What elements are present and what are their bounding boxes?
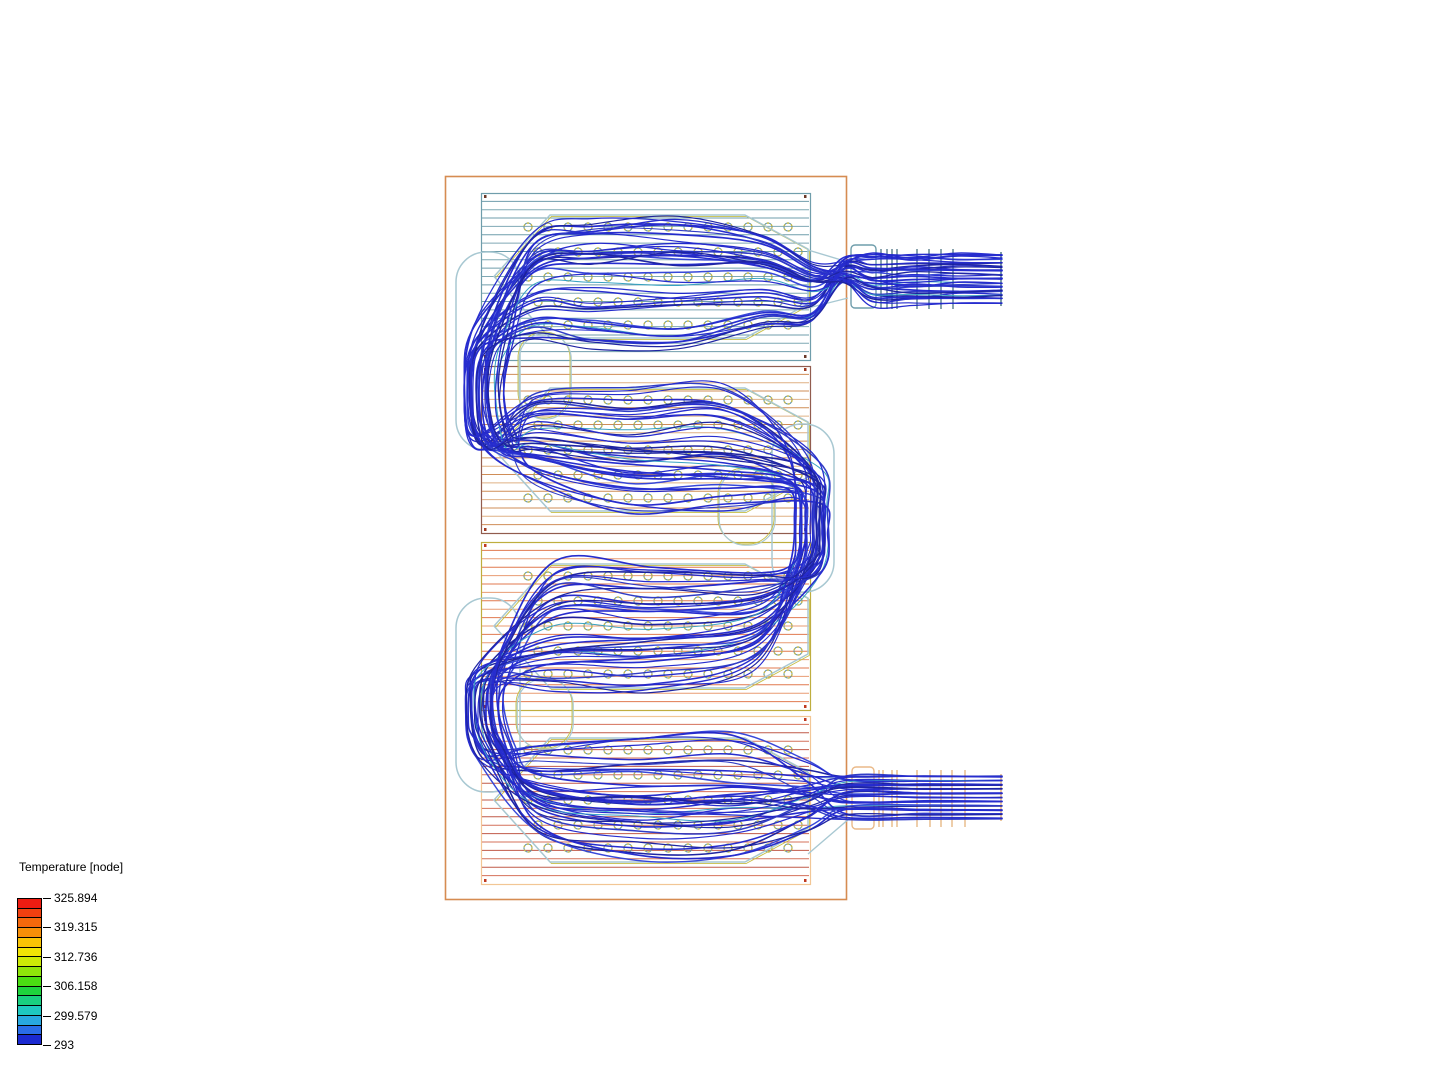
legend-tick-label: 312.736 [54, 949, 98, 964]
legend-color-cell [18, 1014, 41, 1025]
streamlines [463, 215, 1003, 863]
legend-tick-mark [43, 1045, 51, 1046]
legend-tick-label: 319.315 [54, 920, 98, 935]
streamline [467, 252, 1003, 851]
legend-tick-label: 293 [54, 1038, 75, 1052]
streamline [472, 218, 1003, 821]
streamline [470, 223, 1003, 818]
streamline [463, 258, 1003, 807]
legend-color-cell [18, 956, 41, 967]
plate-outline [444, 175, 848, 901]
legend-color-cell [18, 1005, 41, 1015]
legend-color-cell [18, 936, 41, 947]
legend-tick-label: 306.158 [54, 979, 98, 994]
legend-tick-mark [43, 956, 51, 958]
legend-tick-mark [43, 1015, 51, 1017]
streamline [483, 264, 1003, 810]
streamline [481, 253, 1003, 816]
legend-color-cell [18, 907, 41, 918]
streamline [468, 260, 1003, 856]
legend-color-cell [18, 985, 41, 996]
legend-tick-label: 325.894 [54, 891, 98, 905]
streamline [478, 245, 1003, 796]
streamline [463, 217, 1003, 840]
legend-colorbar [17, 898, 42, 1045]
legend-tick-mark [43, 927, 51, 929]
legend-color-cell [18, 975, 41, 986]
legend-color-cell [18, 1034, 41, 1045]
legend-tick-mark [43, 898, 51, 899]
legend-color-cell [18, 927, 41, 937]
streamline [487, 258, 1003, 804]
streamline [486, 266, 1003, 795]
legend-color-cell [18, 966, 41, 976]
streamline [466, 256, 1003, 783]
streamline [478, 279, 1003, 835]
streamline [484, 248, 1003, 821]
legend-color-cell [18, 1024, 41, 1035]
streamline [475, 280, 1003, 803]
streamline [481, 261, 1003, 860]
legend-tick-mark [43, 986, 51, 988]
streamline [463, 275, 1003, 778]
streamline [469, 266, 1003, 820]
streamline [467, 242, 1003, 827]
legend-color-cell [18, 946, 41, 957]
legend-color-cell [18, 917, 41, 928]
legend-color-cell [18, 899, 41, 908]
legend-color-cell [18, 995, 41, 1006]
temperature-legend: Temperature [node] 325.894 319.315 312.736… [17, 860, 177, 1060]
streamline [465, 233, 1003, 814]
streamline [487, 252, 1003, 805]
streamline [465, 277, 1003, 824]
legend-tick-label: 299.579 [54, 1008, 98, 1023]
streamline [464, 273, 1003, 782]
legend-title: Temperature [node] [19, 860, 124, 874]
